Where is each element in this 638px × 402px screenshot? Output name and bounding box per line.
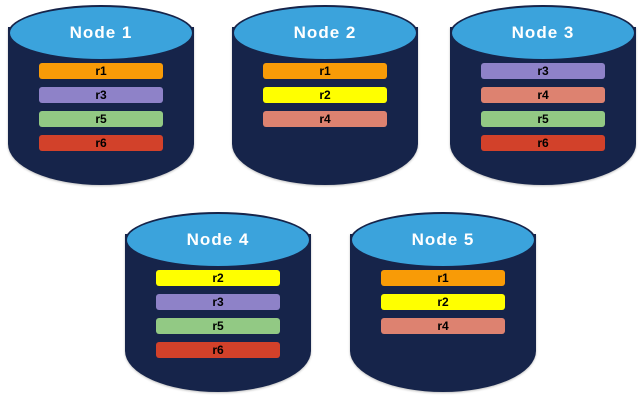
- replica-bar[interactable]: r6: [39, 135, 163, 151]
- replica-list: r1 r2 r4: [263, 63, 387, 127]
- replica-bar[interactable]: r2: [381, 294, 505, 310]
- replica-bar[interactable]: r5: [39, 111, 163, 127]
- replica-bar[interactable]: r5: [156, 318, 280, 334]
- replica-bar[interactable]: r1: [381, 270, 505, 286]
- replica-bar[interactable]: r3: [156, 294, 280, 310]
- replica-bar[interactable]: r4: [481, 87, 605, 103]
- node-title: Node 4: [186, 229, 250, 249]
- replica-bar[interactable]: r6: [481, 135, 605, 151]
- replica-bar[interactable]: r4: [381, 318, 505, 334]
- node-title: Node 2: [293, 22, 357, 42]
- replica-list: r3 r4 r5 r6: [481, 63, 605, 151]
- replica-list: r1 r3 r5 r6: [39, 63, 163, 151]
- database-node-5[interactable]: Node 5 r1 r2 r4: [350, 212, 536, 392]
- replica-bar[interactable]: r3: [481, 63, 605, 79]
- replica-list: r2 r3 r5 r6: [156, 270, 280, 358]
- replica-bar[interactable]: r3: [39, 87, 163, 103]
- cylinder-top-ellipse: Node 4: [125, 212, 311, 268]
- node-title: Node 5: [411, 229, 475, 249]
- replica-bar[interactable]: r1: [39, 63, 163, 79]
- cylinder-top-ellipse: Node 3: [450, 5, 636, 61]
- cylinder-top-ellipse: Node 2: [232, 5, 418, 61]
- replica-bar[interactable]: r1: [263, 63, 387, 79]
- database-node-1[interactable]: Node 1 r1 r3 r5 r6: [8, 5, 194, 185]
- replica-bar[interactable]: r2: [263, 87, 387, 103]
- replica-bar[interactable]: r6: [156, 342, 280, 358]
- node-title: Node 1: [69, 22, 133, 42]
- database-node-3[interactable]: Node 3 r3 r4 r5 r6: [450, 5, 636, 185]
- cylinder-top-ellipse: Node 1: [8, 5, 194, 61]
- replica-bar[interactable]: r5: [481, 111, 605, 127]
- cylinder-top-ellipse: Node 5: [350, 212, 536, 268]
- replica-bar[interactable]: r2: [156, 270, 280, 286]
- database-node-4[interactable]: Node 4 r2 r3 r5 r6: [125, 212, 311, 392]
- replica-list: r1 r2 r4: [381, 270, 505, 334]
- replica-bar[interactable]: r4: [263, 111, 387, 127]
- database-node-2[interactable]: Node 2 r1 r2 r4: [232, 5, 418, 185]
- node-title: Node 3: [511, 22, 575, 42]
